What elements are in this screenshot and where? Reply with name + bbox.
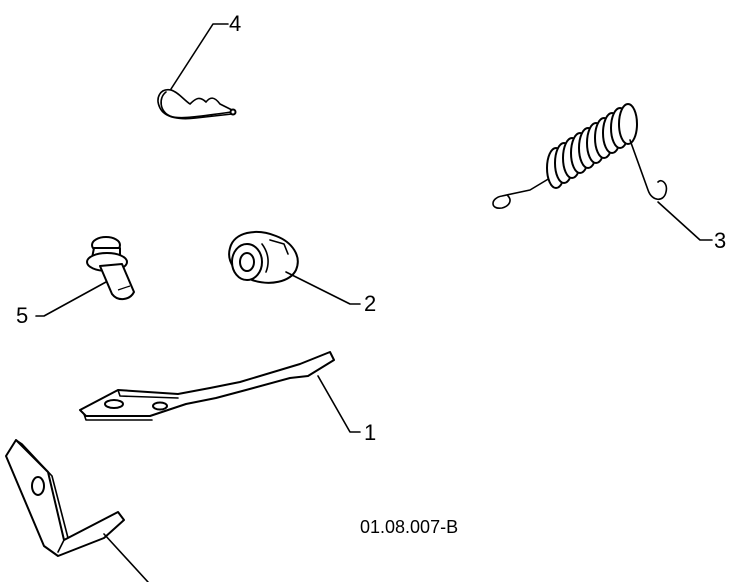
flat-plate-1 [79,351,335,421]
callout-1: 1 [317,375,376,445]
drawing-reference: 01.08.007-B [360,517,458,537]
callout-6 [103,533,149,582]
extension-spring-3 [492,103,668,209]
callout-4: 4 [170,11,241,90]
hairpin-clip-4 [157,88,237,120]
callout-2: 2 [285,271,376,316]
svg-text:1: 1 [364,420,376,445]
svg-text:5: 5 [16,303,28,328]
bracket-6 [5,439,125,557]
callout-5: 5 [16,281,107,328]
callout-3: 3 [657,201,726,253]
flange-bolt-5 [86,236,135,300]
svg-text:3: 3 [714,228,726,253]
svg-text:2: 2 [364,291,376,316]
svg-text:4: 4 [229,11,241,36]
bushing-2 [228,231,299,284]
